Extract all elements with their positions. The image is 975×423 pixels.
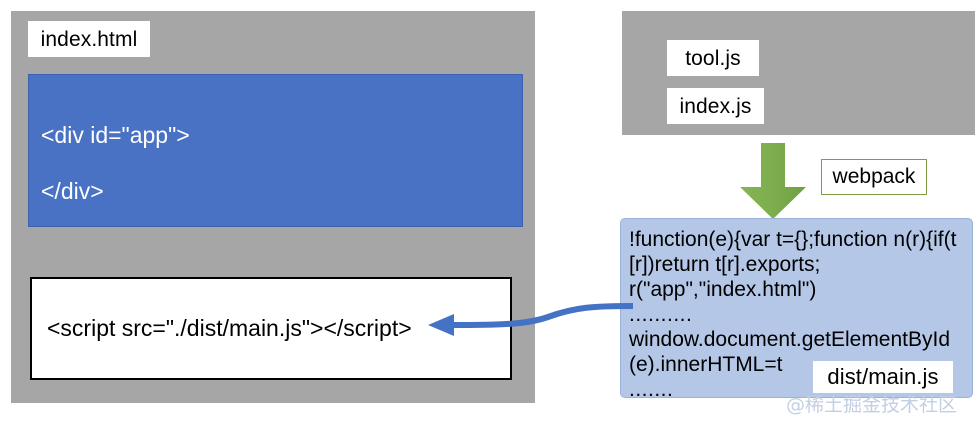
file-label-tool-js: tool.js: [667, 40, 759, 76]
file-label-index-html: index.html: [28, 21, 150, 57]
down-arrow-icon: [740, 143, 806, 219]
bundle-code-line-5: .......: [629, 378, 674, 398]
file-label-index-js: index.js: [667, 88, 764, 124]
bundle-code-line-3: ..........: [629, 303, 693, 326]
watermark-text: @稀土掘金技术社区: [786, 394, 958, 416]
file-label-dist-main-js: dist/main.js: [813, 361, 953, 393]
webpack-label: webpack: [821, 159, 927, 195]
bundle-code-line-4: window.document.getElementById(e).innerH…: [629, 328, 951, 376]
html-snippet-line-1: <div id="app">: [41, 122, 190, 148]
left-arrow-icon: [428, 303, 634, 336]
script-tag-box: <script src="./dist/main.js"></script>: [30, 277, 512, 380]
bundle-code-line-2: r("app","index.html"): [629, 278, 817, 301]
bundle-code-box: !function(e){var t={};function n(r){if(t…: [620, 218, 973, 398]
bundle-code-line-1: !function(e){var t={};function n(r){if(t…: [629, 228, 957, 276]
html-snippet-line-2: </div>: [41, 178, 104, 204]
html-snippet-box: <div id="app"> </div>: [28, 74, 523, 227]
